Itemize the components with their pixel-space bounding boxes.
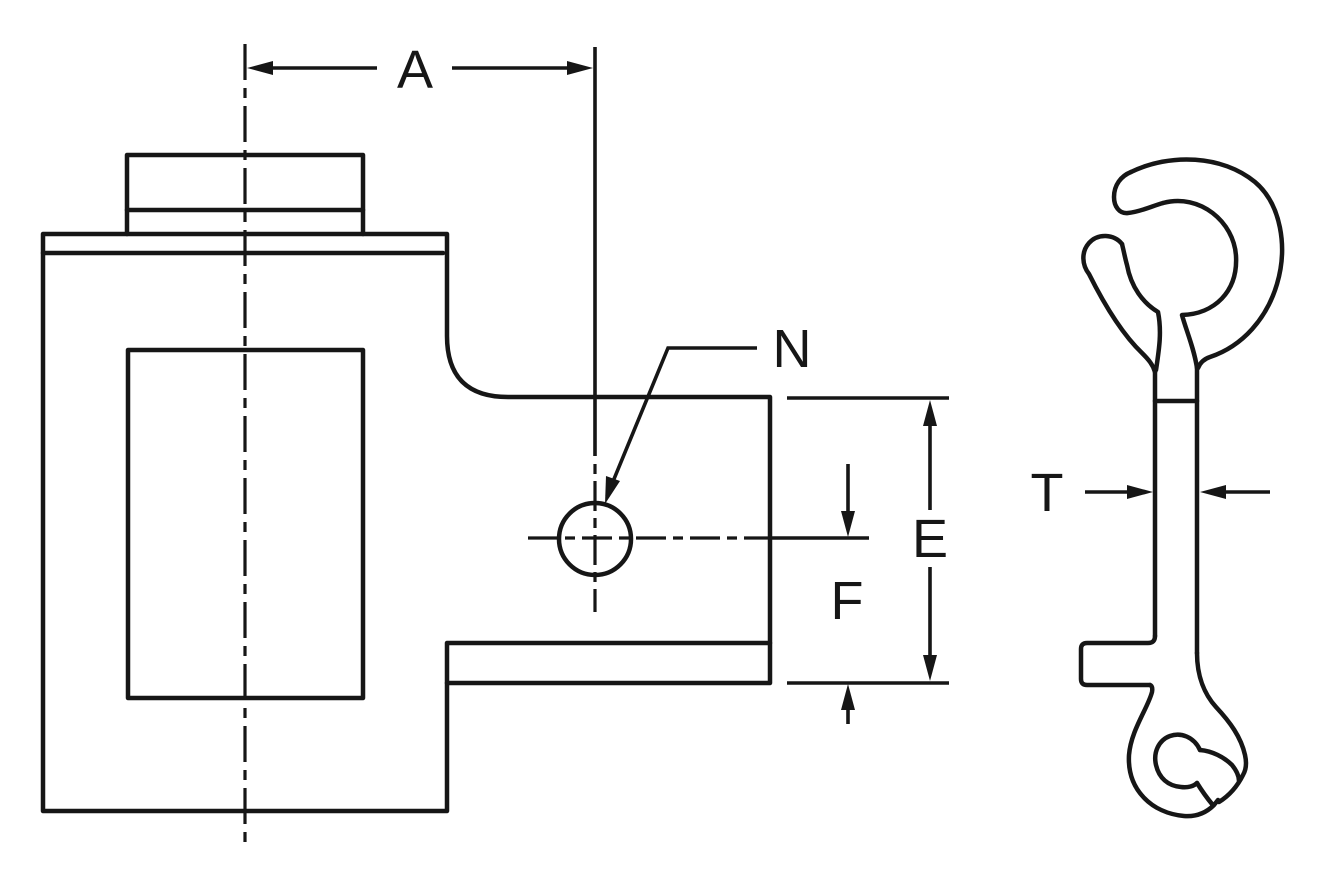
- side-view-bottom-hook-hole: [1153, 732, 1203, 790]
- dim-label-e: E: [912, 509, 948, 569]
- side-view-curl-finger-outer: [1081, 233, 1158, 375]
- dim-e-arrow-bottom: [923, 655, 937, 681]
- dim-t-arrow-left: [1127, 485, 1153, 499]
- callout-n-arrowhead: [605, 476, 620, 504]
- side-view-top-hook-tip: [1111, 169, 1166, 216]
- front-view: [40, 44, 773, 843]
- side-view-flange: [1078, 633, 1158, 688]
- callout-label-n: N: [773, 319, 812, 379]
- dim-label-a: A: [397, 40, 433, 100]
- side-view-bottom-hook-outer: [1126, 682, 1221, 819]
- dim-label-t: T: [1031, 463, 1064, 523]
- dim-f-arrow-up: [841, 684, 855, 710]
- side-view: [1078, 157, 1285, 819]
- dimension-t: T: [1031, 463, 1270, 523]
- dimension-e: E: [787, 396, 949, 685]
- front-view-outline: [40, 231, 773, 814]
- dimension-f: F: [772, 464, 869, 724]
- side-view-top-hook-inner: [1160, 198, 1239, 371]
- dim-label-f: F: [831, 571, 864, 631]
- side-view-bottom-hook-channel-bottom: [1194, 780, 1215, 807]
- side-view-top-hook-outer: [1128, 157, 1285, 371]
- callout-n: N: [605, 319, 812, 504]
- side-view-bottom-hook-beak: [1194, 650, 1249, 805]
- dim-t-arrow-right: [1200, 485, 1226, 499]
- dim-e-arrow-top: [923, 400, 937, 426]
- callout-n-leader: [605, 346, 757, 497]
- dimension-a: A: [247, 40, 597, 456]
- dim-f-arrow-down: [841, 511, 855, 537]
- side-view-bottom-hook-channel-top: [1197, 747, 1242, 784]
- dim-a-arrow-left: [247, 61, 273, 75]
- front-view-shelf-edge: [444, 640, 773, 686]
- side-view-curl-finger-inner: [1119, 241, 1163, 373]
- dim-a-arrow-right: [567, 61, 593, 75]
- front-view-window: [125, 347, 366, 701]
